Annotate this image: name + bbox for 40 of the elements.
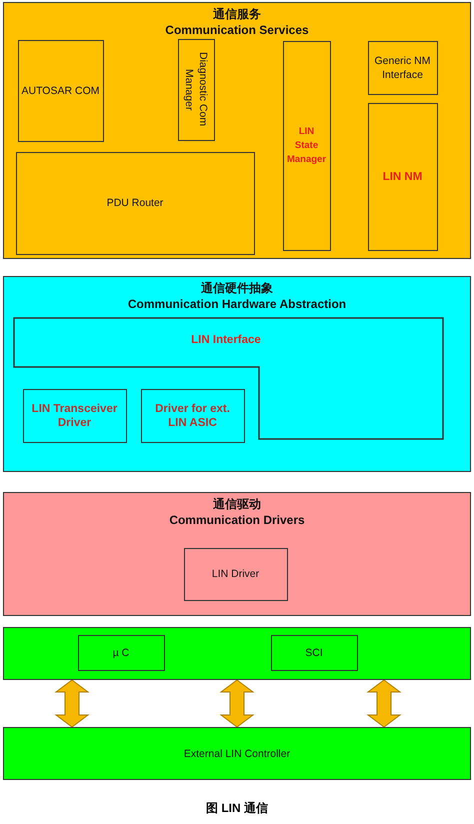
layer-heading: 通信硬件抽象 bbox=[200, 280, 274, 296]
module-box bbox=[178, 38, 214, 140]
module-label: µ C bbox=[112, 646, 130, 660]
layer-heading: Communication Hardware Abstraction bbox=[126, 296, 348, 312]
figure-caption: 图 LIN 通信 bbox=[205, 800, 269, 817]
interface-block bbox=[12, 316, 444, 440]
double-arrow bbox=[54, 679, 90, 728]
module-label: Driver for ext. LIN ASIC bbox=[154, 402, 231, 430]
module-box bbox=[368, 40, 438, 94]
module-label: SCI bbox=[305, 646, 323, 660]
module-label: Diagnostic Com Manager bbox=[182, 51, 210, 129]
layer-panel bbox=[3, 276, 471, 472]
module-label: LIN State Manager bbox=[286, 124, 326, 166]
module-label: LIN Interface bbox=[190, 332, 262, 346]
module-label: LIN Driver bbox=[212, 567, 260, 581]
module-label: Generic NM Interface bbox=[373, 54, 432, 82]
module-label: PDU Router bbox=[106, 196, 164, 210]
hardware-panel bbox=[3, 627, 471, 680]
module-label: LIN NM bbox=[382, 170, 422, 184]
layer-heading: Communication Services bbox=[164, 22, 310, 38]
module-box bbox=[78, 634, 164, 670]
module-label: External LIN Controller bbox=[184, 746, 290, 760]
module-box bbox=[140, 388, 244, 442]
controller-box bbox=[3, 727, 471, 780]
module-label: LIN Transceiver Driver bbox=[30, 402, 118, 430]
layer-heading: Communication Drivers bbox=[168, 512, 306, 528]
module-box bbox=[270, 634, 358, 670]
layer-panel bbox=[3, 2, 471, 259]
layer-heading: 通信服务 bbox=[212, 6, 262, 22]
module-box bbox=[16, 152, 254, 254]
double-arrow bbox=[220, 679, 254, 728]
module-box bbox=[18, 40, 104, 142]
module-box bbox=[184, 548, 288, 600]
module-box bbox=[368, 102, 438, 250]
module-box bbox=[282, 40, 330, 250]
module-label: AUTOSAR COM bbox=[22, 84, 100, 98]
layer-heading: 通信驱动 bbox=[212, 496, 262, 512]
double-arrow bbox=[366, 679, 402, 728]
layer-panel bbox=[3, 492, 471, 616]
module-box bbox=[22, 388, 126, 442]
